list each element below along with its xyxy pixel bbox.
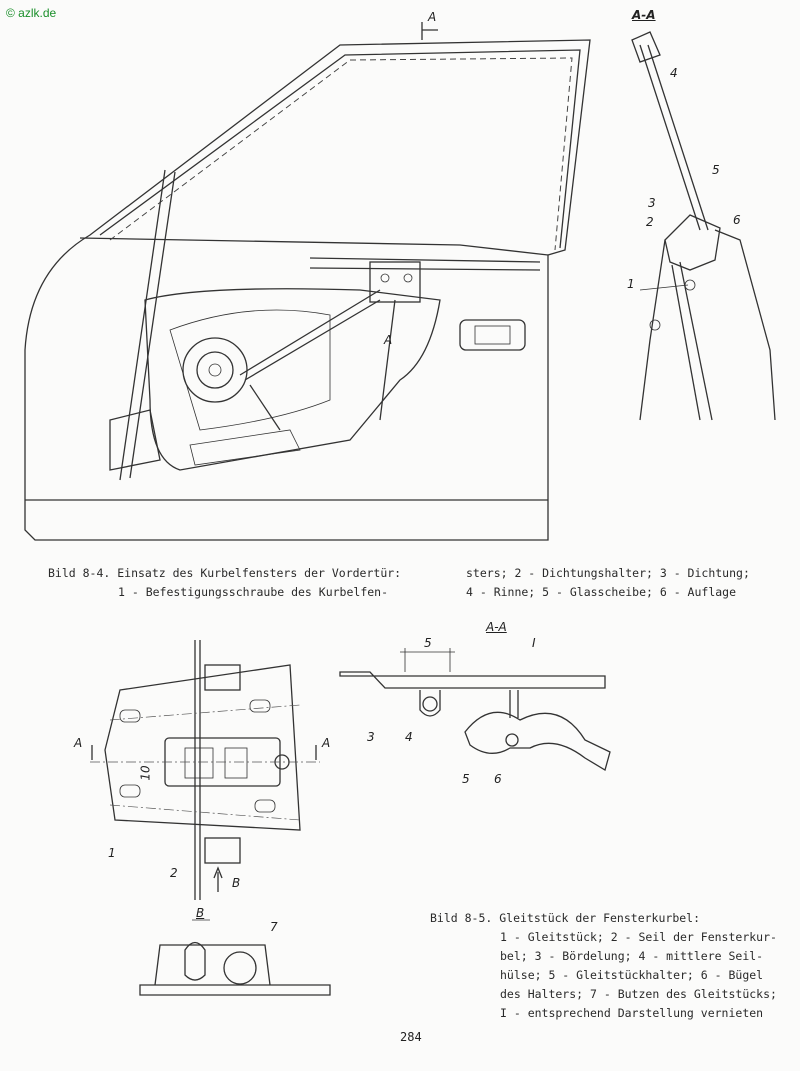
figure2-caption-line3: bel; 3 - Bördelung; 4 - mittlere Seil- — [500, 949, 764, 963]
section-left-a: A — [74, 736, 83, 750]
slider-plan-drawing — [90, 640, 320, 900]
callout-7-b: 7 — [270, 920, 278, 934]
section-title-a-a-2: A-A — [486, 620, 507, 634]
view-b-drawing — [139, 919, 331, 996]
callout-5-b: 5 — [462, 772, 470, 786]
figure2-caption-line2: 1 - Gleitstück; 2 - Seil der Fensterkur- — [500, 930, 777, 944]
figure2-caption-line4: hülse; 5 - Gleitstückhalter; 6 - Bügel — [500, 968, 764, 982]
figure2-caption-line6: I - entsprechend Darstellung vernieten — [500, 1006, 764, 1020]
section-a-a-drawing — [631, 31, 776, 421]
figure1-caption-line3: sters; 2 - Dichtungshalter; 3 - Dichtung… — [466, 566, 750, 580]
callout-1-b: 1 — [108, 846, 116, 860]
section-mark-lower: A — [384, 333, 393, 347]
figure1-caption-line1: Bild 8-4. Einsatz des Kurbelfensters der… — [48, 566, 402, 580]
view-title-b: B — [196, 906, 205, 920]
view-arrow-b: B — [232, 876, 241, 890]
section-right-a: A — [322, 736, 331, 750]
figure1-caption-line2: 1 - Befestigungsschraube des Kurbelfen- — [118, 585, 389, 599]
mark-i: I — [532, 636, 536, 650]
section-mark-top: A — [428, 10, 437, 24]
callout-3-b: 3 — [367, 730, 375, 744]
figure2-caption-line1: Bild 8-5. Gleitstück der Fensterkurbel: — [430, 911, 701, 925]
dimension-side: 10 — [138, 765, 153, 781]
callout-4: 4 — [670, 66, 678, 80]
callout-3: 3 — [648, 196, 656, 210]
section-title-a-a: A-A — [632, 8, 656, 22]
dimension-top: 5 — [424, 636, 432, 650]
door-drawing — [24, 22, 591, 541]
callout-5: 5 — [712, 163, 720, 177]
figure2-caption-line5: des Halters; 7 - Butzen des Gleitstücks; — [500, 987, 777, 1001]
callout-4-b: 4 — [405, 730, 413, 744]
callout-6: 6 — [733, 213, 741, 227]
figure1-caption-line4: 4 - Rinne; 5 - Glasscheibe; 6 - Auflage — [466, 585, 737, 599]
callout-1: 1 — [627, 277, 635, 291]
page-number: 284 — [400, 1030, 422, 1044]
callout-6-b: 6 — [494, 772, 502, 786]
watermark: © azlk.de — [6, 6, 57, 20]
slider-section-drawing — [339, 648, 611, 771]
callout-2: 2 — [646, 215, 654, 229]
callout-2-b: 2 — [170, 866, 178, 880]
